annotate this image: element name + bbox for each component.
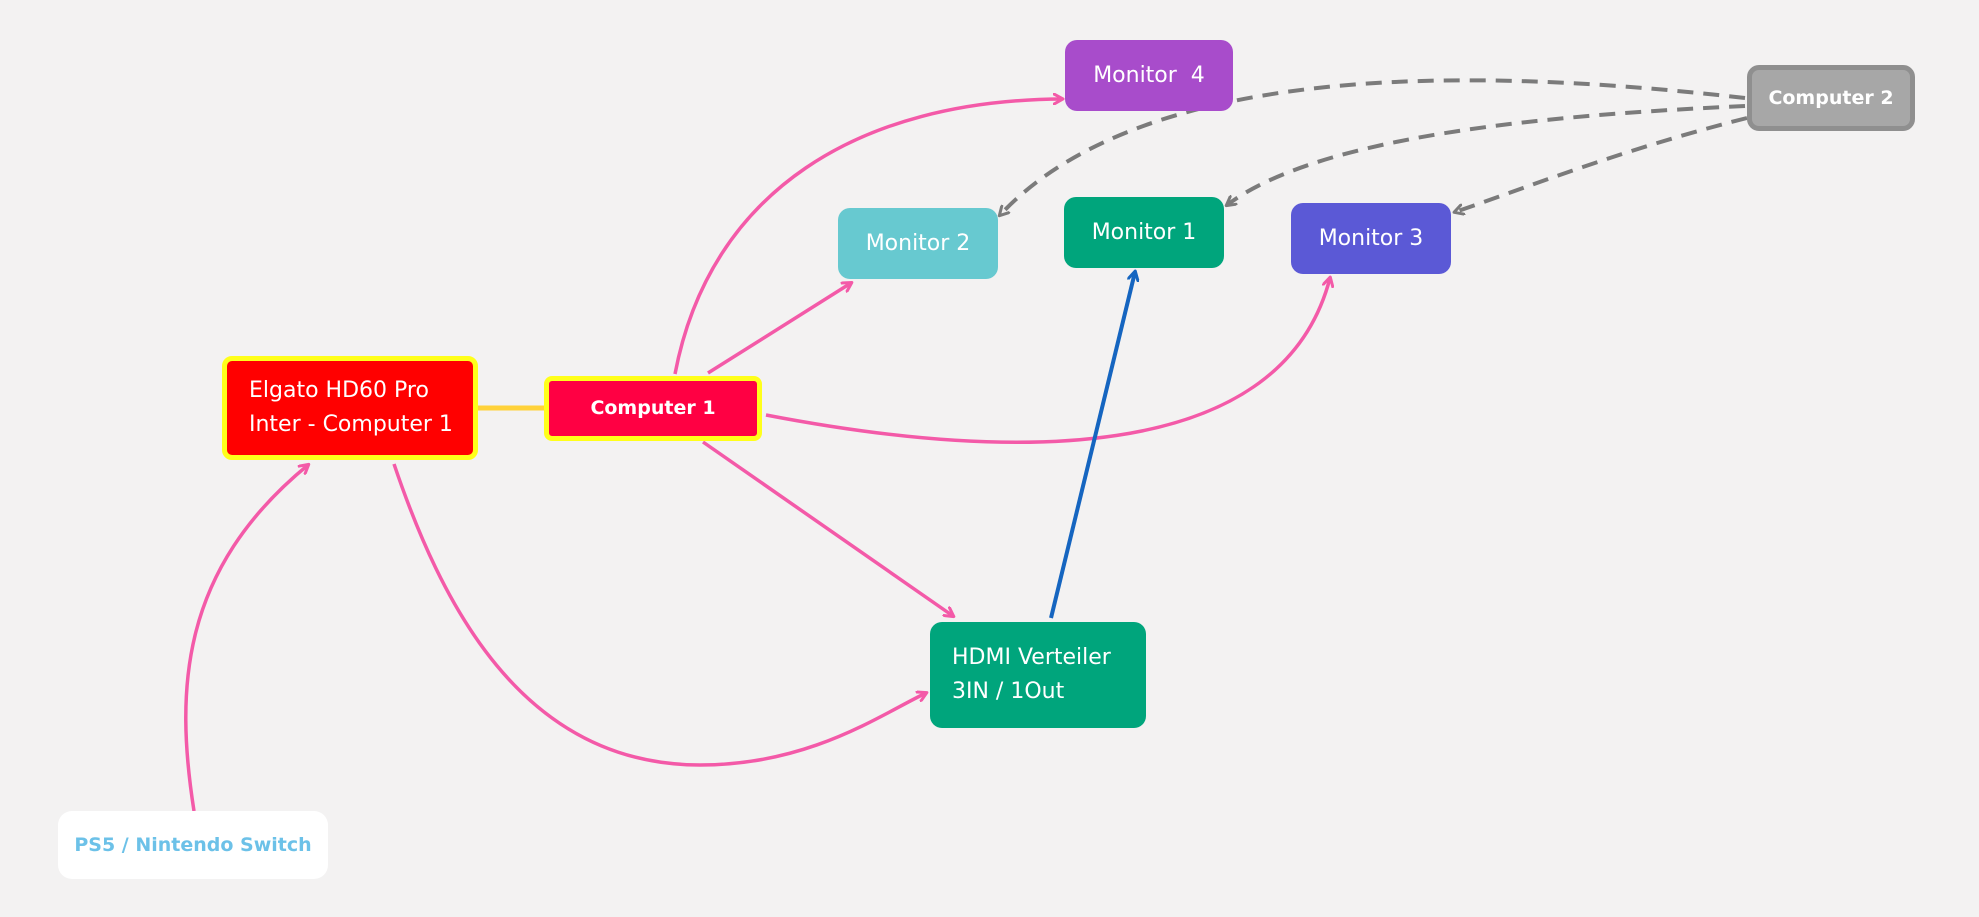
node-computer-1-label: Computer 1 xyxy=(590,397,716,419)
node-elgato-hd60-pro[interactable]: Elgato HD60 Pro Inter - Computer 1 xyxy=(222,356,478,460)
node-hdmi-verteiler[interactable]: HDMI Verteiler 3IN / 1Out xyxy=(930,622,1146,728)
node-ps5-nintendo-switch[interactable]: PS5 / Nintendo Switch xyxy=(58,811,328,879)
arrow-computer2-to-monitor1 xyxy=(1227,104,1746,205)
node-monitor-3-label: Monitor 3 xyxy=(1318,226,1424,251)
arrow-computer1-to-hdmi xyxy=(702,440,953,616)
arrow-computer2-to-monitor2 xyxy=(1000,78,1746,215)
node-monitor-4[interactable]: Monitor 4 xyxy=(1065,40,1233,111)
arrow-hdmi-to-monitor1 xyxy=(1049,272,1135,619)
node-hdmi-label-line2: 3IN / 1Out xyxy=(952,679,1065,704)
node-elgato-label-line2: Inter - Computer 1 xyxy=(249,412,453,437)
node-ps5-label: PS5 / Nintendo Switch xyxy=(74,833,312,856)
arrow-ps5-to-elgato xyxy=(184,465,308,812)
node-monitor-2-label: Monitor 2 xyxy=(865,231,971,256)
arrow-computer1-to-monitor2 xyxy=(707,283,851,375)
node-computer-2[interactable]: Computer 2 xyxy=(1747,65,1915,131)
node-computer-1[interactable]: Computer 1 xyxy=(544,376,762,441)
node-computer-2-label: Computer 2 xyxy=(1768,86,1894,109)
node-elgato-label-line1: Elgato HD60 Pro xyxy=(249,378,429,403)
arrow-computer1-to-monitor4 xyxy=(673,99,1062,375)
arrow-computer1-to-monitor3 xyxy=(765,278,1330,444)
arrow-computer2-to-monitor3 xyxy=(1455,116,1748,212)
node-hdmi-label-line1: HDMI Verteiler xyxy=(952,645,1111,670)
node-monitor-4-label: Monitor 4 xyxy=(1093,63,1205,88)
node-monitor-1-label: Monitor 1 xyxy=(1091,220,1197,245)
node-monitor-2[interactable]: Monitor 2 xyxy=(838,208,998,279)
arrow-elgato-to-hdmi xyxy=(392,463,926,767)
node-monitor-1[interactable]: Monitor 1 xyxy=(1064,197,1224,268)
node-monitor-3[interactable]: Monitor 3 xyxy=(1291,203,1451,274)
